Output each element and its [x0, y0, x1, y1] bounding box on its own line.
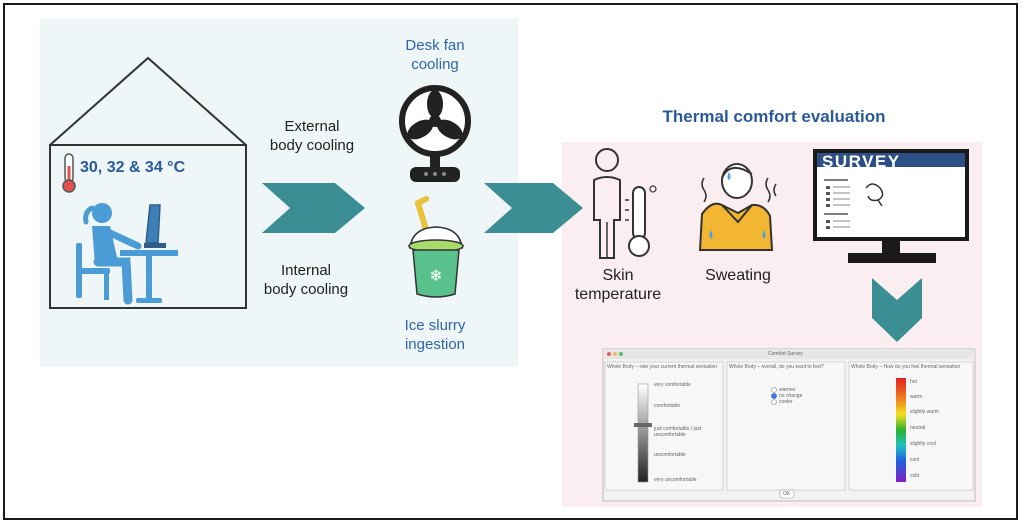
svg-text:❄: ❄: [429, 266, 442, 285]
survey-monitor-icon: [813, 149, 969, 263]
scale3-label: slightly cool: [910, 441, 936, 447]
skin-temperature-label: Skin temperature: [574, 267, 662, 303]
temperature-label: 30, 32 & 34 °C: [80, 159, 186, 176]
scale1-label: very comfortable: [654, 382, 691, 388]
sweating-person-icon: [698, 163, 777, 251]
external-cooling-label: External body cooling: [269, 118, 355, 154]
arrow-2-icon: [484, 183, 583, 233]
ice-slurry-label: Ice slurry ingestion: [404, 317, 466, 353]
evaluation-title: Thermal comfort evaluation: [662, 107, 886, 126]
scale3-label: hot: [910, 379, 917, 385]
ice-slurry-cup-icon: ❄: [408, 196, 464, 298]
skin-thermometer-person-icon: [593, 148, 657, 259]
col2-header: Whole Body – overall, do you want to fee…: [729, 364, 824, 370]
fan-cooling-label: Desk fan cooling: [405, 37, 465, 73]
house-icon: [49, 56, 247, 309]
thermometer-icon: [62, 153, 76, 193]
scale3-label: cool: [910, 457, 920, 463]
questionnaire-title: Comfort Survey: [768, 351, 803, 357]
scale1-label: just comfortable / just uncomfortable: [654, 426, 702, 438]
option2-label: no change: [779, 393, 803, 399]
scale1-label: very uncomfortable: [654, 477, 697, 483]
scale1-label: comfortable: [654, 403, 681, 409]
option2-label: cooler: [779, 399, 793, 405]
option2-label: warmer: [779, 387, 796, 393]
scale3-label: cold: [910, 473, 920, 479]
scale1-label: uncomfortable: [654, 452, 686, 458]
scale3-label: slightly warm: [910, 409, 939, 415]
arrow-1-icon: [262, 183, 365, 233]
questionnaire-window: [602, 348, 976, 502]
scale3-label: neutral: [910, 425, 926, 431]
scale3-label: warm: [910, 394, 923, 400]
person-at-desk-icon: [76, 203, 178, 305]
ok-button[interactable]: OK: [783, 491, 791, 497]
col3-header: Whole Body – How do you feel thermal sen…: [851, 364, 961, 370]
internal-cooling-label: Internal body cooling: [263, 262, 349, 298]
col1-header: Whole Body – rate your current thermal s…: [607, 364, 718, 370]
survey-label: SURVEY: [822, 152, 901, 171]
desk-fan-icon: [399, 85, 471, 182]
sweating-label: Sweating: [705, 267, 771, 284]
down-arrow-icon: [872, 278, 922, 342]
